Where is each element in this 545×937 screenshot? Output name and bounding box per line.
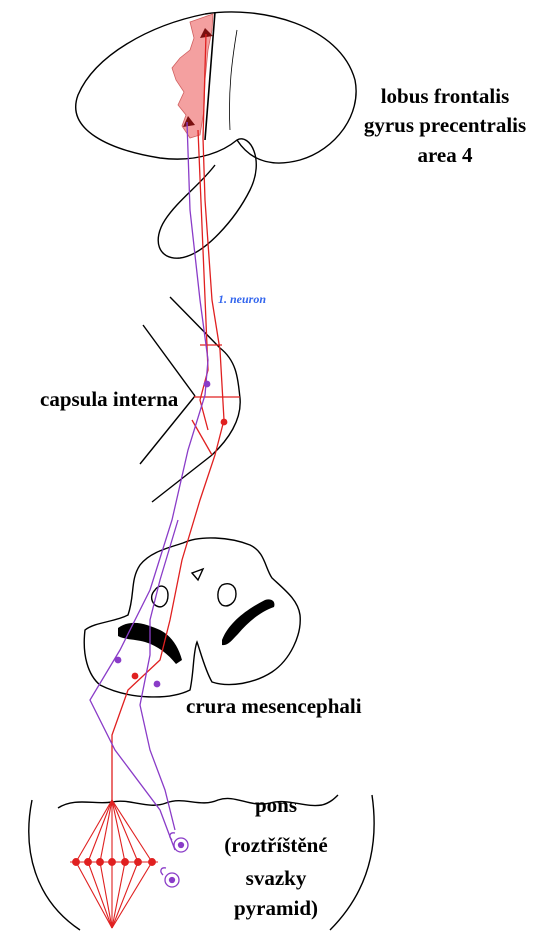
capsula-red-crossings (192, 345, 240, 455)
label-svazky: svazky (246, 866, 307, 890)
label-lobus-frontalis: lobus frontalis (381, 84, 510, 108)
label-pyramid: pyramid) (234, 896, 318, 920)
pons-red-fan (70, 800, 158, 928)
purple-tract (90, 122, 208, 850)
pontine-nucleus-lower (161, 868, 179, 887)
node-red-crus (132, 673, 139, 680)
label-capsula-interna: capsula interna (40, 387, 179, 411)
node-purple-crus-left (115, 657, 122, 664)
label-roztristene: (roztříštěné (224, 833, 327, 857)
substantia-nigra-right (222, 599, 274, 645)
midbrain-outline (84, 538, 300, 697)
label-pons: pons (255, 793, 297, 817)
brain-hemisphere-outline (76, 12, 356, 258)
node-purple-capsula (204, 381, 211, 388)
node-purple-crus-right (154, 681, 161, 688)
red-tract (112, 34, 224, 800)
label-first-neuron: 1. neuron (218, 292, 266, 306)
label-crura-mesencephali: crura mesencephali (186, 694, 362, 718)
label-gyrus-precentralis: gyrus precentralis (364, 113, 526, 137)
node-red-capsula (221, 419, 228, 426)
pontine-nuclei (161, 833, 188, 887)
label-area-4: area 4 (417, 143, 473, 167)
